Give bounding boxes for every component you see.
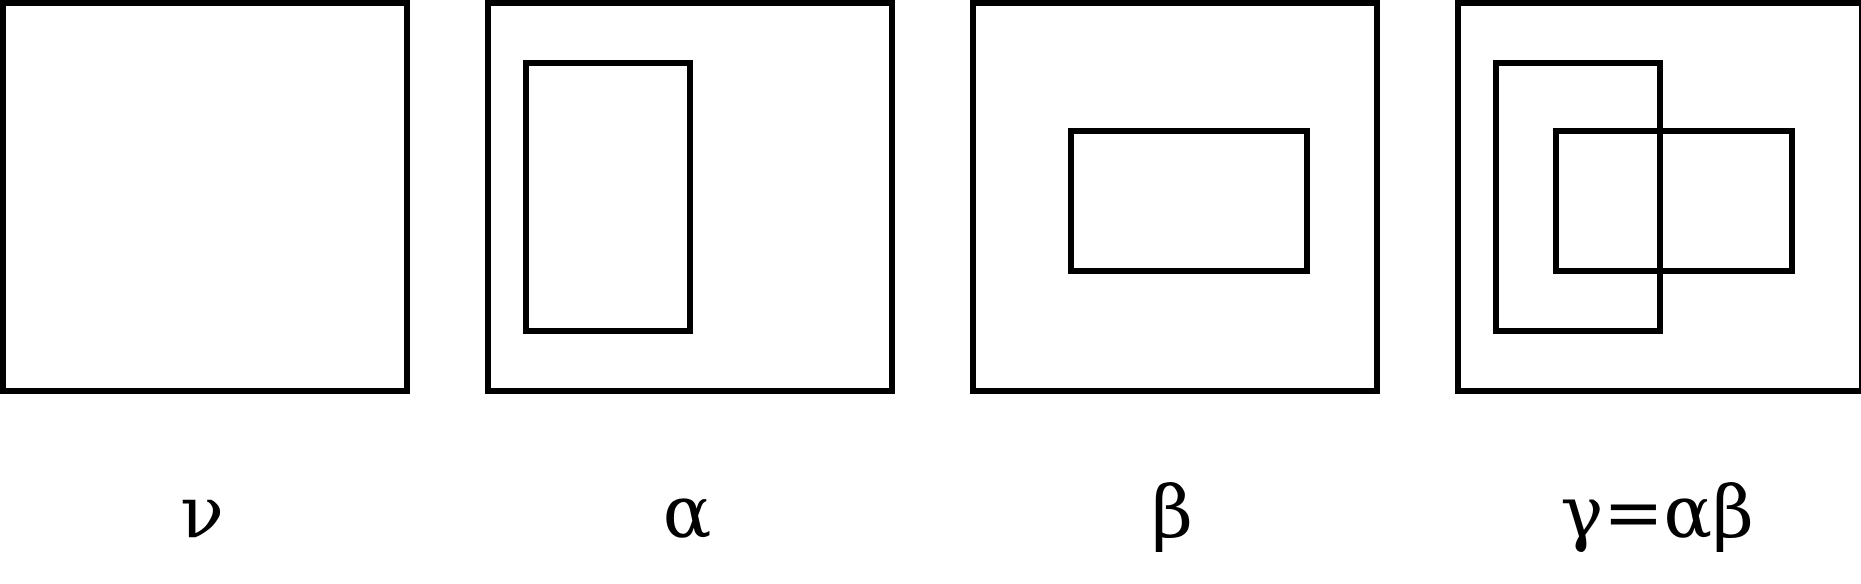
panel-label: β — [1151, 470, 1193, 554]
panel-alpha: α — [485, 0, 895, 584]
panel-nu: ν — [0, 0, 410, 584]
panel-label: γ=αβ — [1560, 470, 1754, 554]
wide-rectangle — [1553, 128, 1795, 274]
panel-label: α — [662, 470, 712, 554]
panel-beta: β — [970, 0, 1380, 584]
outer-square — [485, 0, 895, 394]
tall-rectangle — [1493, 60, 1663, 334]
outer-square — [0, 0, 410, 394]
outer-square — [970, 0, 1380, 394]
panel-gamma: γ=αβ — [1455, 0, 1861, 584]
wide-rectangle — [1068, 128, 1310, 274]
outer-square — [1455, 0, 1861, 394]
panel-label: ν — [180, 470, 224, 554]
tall-rectangle — [523, 60, 693, 334]
